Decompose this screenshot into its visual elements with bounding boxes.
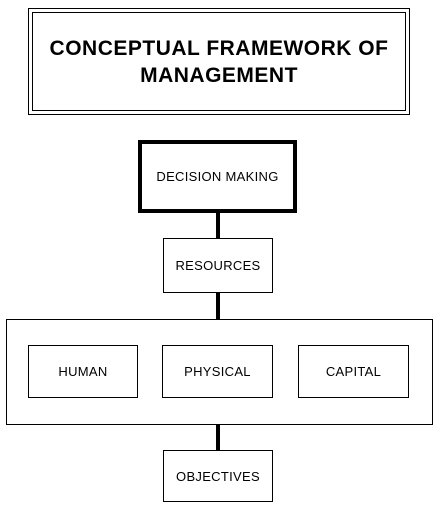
connector-group-objectives — [216, 425, 220, 450]
title-frame: CONCEPTUAL FRAMEWORK OF MANAGEMENT — [32, 12, 406, 111]
node-label: CAPITAL — [325, 364, 382, 379]
connector-resources-group — [216, 293, 220, 319]
node-label: HUMAN — [58, 364, 108, 379]
node-label: DECISION MAKING — [156, 169, 279, 184]
node-label: RESOURCES — [175, 258, 261, 273]
node-capital: CAPITAL — [298, 345, 409, 398]
node-physical: PHYSICAL — [162, 345, 273, 398]
node-label: OBJECTIVES — [176, 468, 260, 484]
node-human: HUMAN — [28, 345, 138, 398]
node-resources: RESOURCES — [163, 238, 273, 293]
connector-decision-resources — [216, 213, 220, 238]
node-objectives: OBJECTIVES — [163, 450, 273, 502]
diagram-title: CONCEPTUAL FRAMEWORK OF MANAGEMENT — [49, 36, 389, 87]
node-decision-making: DECISION MAKING — [138, 140, 297, 213]
title-box: CONCEPTUAL FRAMEWORK OF MANAGEMENT — [28, 8, 410, 115]
node-label: PHYSICAL — [184, 364, 251, 379]
